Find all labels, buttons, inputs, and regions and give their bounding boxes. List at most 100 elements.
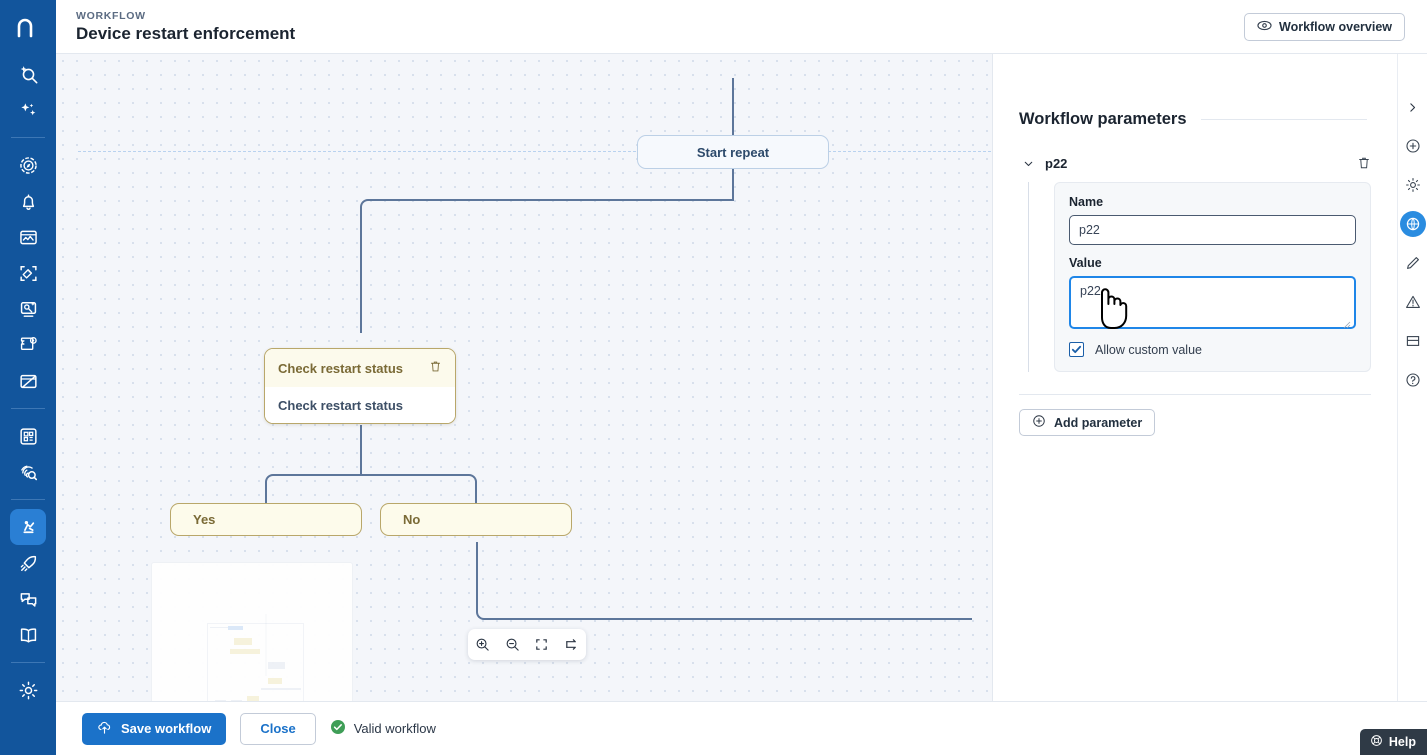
- panel-divider: [1019, 394, 1371, 395]
- workflow-parameters-button[interactable]: [1399, 211, 1426, 237]
- edge-no-out: [476, 542, 972, 620]
- app-logo[interactable]: [0, 0, 56, 56]
- puzzle-settings-icon: [18, 335, 39, 356]
- page-title: Device restart enforcement: [76, 23, 296, 43]
- edge-top: [732, 78, 734, 138]
- node-check-restart-status[interactable]: Check restart status Check restart statu…: [264, 348, 456, 424]
- sparkles-icon: [18, 100, 39, 121]
- monitor-chart-icon: [18, 227, 39, 248]
- edge-split-right: [360, 474, 477, 524]
- workflow-overview-button[interactable]: Workflow overview: [1244, 13, 1405, 41]
- rail-divider: [11, 662, 45, 663]
- footer-bar: Save workflow Close Valid workflow Help: [56, 701, 1427, 755]
- help-button[interactable]: [1400, 367, 1426, 393]
- rail-item-monitoring[interactable]: [10, 219, 46, 255]
- help-widget-label: Help: [1388, 735, 1416, 749]
- panel-title: Workflow parameters: [1019, 110, 1187, 128]
- trash-icon[interactable]: [429, 360, 442, 376]
- sparkle-search-icon: [18, 64, 39, 85]
- workflow-status: Valid workflow: [330, 719, 436, 738]
- cloud-upload-icon: [97, 720, 112, 738]
- close-button[interactable]: Close: [240, 712, 316, 745]
- check-circle-icon: [330, 719, 346, 738]
- alignment-guide: [78, 151, 992, 152]
- parameter-name-input[interactable]: [1069, 215, 1356, 245]
- rail-item-remote-tools[interactable]: [10, 291, 46, 327]
- chat-bubbles-icon: [18, 589, 39, 610]
- rail-item-devices[interactable]: [10, 255, 46, 291]
- save-workflow-button[interactable]: Save workflow: [82, 712, 227, 745]
- notes-button[interactable]: [1400, 328, 1426, 354]
- node-start-repeat-label: Start repeat: [696, 144, 770, 160]
- node-drag-preview: [151, 562, 353, 701]
- rail-item-backup[interactable]: [10, 363, 46, 399]
- add-parameter-label: Add parameter: [1054, 415, 1143, 430]
- workflow-status-label: Valid workflow: [353, 721, 436, 736]
- edge-start-down: [732, 169, 734, 199]
- gear-icon: [18, 680, 39, 701]
- compass-icon: [18, 155, 39, 176]
- node-branch-no[interactable]: No: [380, 503, 572, 536]
- node-card-title: Check restart status: [278, 360, 403, 376]
- rail-divider: [11, 137, 45, 138]
- rail-item-smart-search[interactable]: [10, 56, 46, 92]
- edge-card-to-split: [360, 425, 362, 475]
- rail-divider: [11, 408, 45, 409]
- workflow-canvas[interactable]: Start repeat Check restart status Check …: [56, 54, 992, 701]
- panel-title-divider: [1200, 119, 1367, 120]
- value-field-label: Value: [1069, 256, 1102, 270]
- book-icon: [18, 625, 39, 646]
- canvas-zoom-toolbar: [468, 629, 586, 660]
- rail-item-inventory[interactable]: [10, 418, 46, 454]
- header-kicker: WORKFLOW: [76, 9, 146, 22]
- workflow-parameters-panel: Workflow parameters p22 Name Value: [992, 54, 1397, 701]
- parameter-fields: Name Value Allow custom value: [1054, 182, 1371, 372]
- swap-arrows-icon[interactable]: [564, 637, 579, 652]
- node-card-body: Check restart status: [265, 387, 455, 423]
- rail-item-ai-assist[interactable]: [10, 92, 46, 128]
- node-branch-yes[interactable]: Yes: [170, 503, 362, 536]
- grid-box-icon: [18, 426, 39, 447]
- rail-item-deploy[interactable]: [10, 545, 46, 581]
- parameter-name-heading: p22: [1045, 155, 1068, 171]
- left-navigation-rail: [0, 0, 56, 755]
- device-scan-icon: [18, 263, 39, 284]
- edge-to-card: [360, 259, 362, 333]
- add-parameter-button[interactable]: Add parameter: [1019, 409, 1156, 436]
- allow-custom-value-checkbox[interactable]: [1069, 342, 1084, 357]
- magnifier-minus-icon[interactable]: [505, 637, 520, 652]
- rail-item-documentation[interactable]: [10, 617, 46, 653]
- right-tool-rail: [1397, 54, 1427, 701]
- rail-item-security-scan[interactable]: [10, 454, 46, 490]
- chevron-down-icon[interactable]: [1019, 157, 1037, 170]
- rail-item-chat[interactable]: [10, 581, 46, 617]
- help-widget-button[interactable]: Help: [1359, 729, 1427, 755]
- rail-item-discover[interactable]: [10, 147, 46, 183]
- rail-item-automation[interactable]: [10, 509, 46, 545]
- edit-button[interactable]: [1400, 250, 1426, 276]
- edge-split-left: [265, 474, 361, 524]
- workflow-settings-button[interactable]: [1400, 172, 1426, 198]
- add-step-button[interactable]: [1400, 133, 1426, 159]
- fingerprint-search-icon: [18, 462, 39, 483]
- parameter-stem: [1028, 182, 1029, 372]
- rail-item-patching[interactable]: [10, 327, 46, 363]
- rail-item-alerts[interactable]: [10, 183, 46, 219]
- bell-icon: [18, 191, 39, 212]
- node-branch-yes-label: Yes: [193, 512, 216, 527]
- rail-item-settings[interactable]: [10, 672, 46, 708]
- parameter-value-textarea[interactable]: [1069, 276, 1356, 329]
- page-header: WORKFLOW Device restart enforcement Work…: [56, 0, 1427, 54]
- magnifier-plus-icon[interactable]: [475, 637, 490, 652]
- allow-custom-value-label: Allow custom value: [1095, 342, 1202, 357]
- delete-parameter-button[interactable]: [1357, 156, 1371, 170]
- lifebuoy-icon: [1370, 734, 1383, 750]
- node-start-repeat[interactable]: Start repeat: [637, 135, 829, 169]
- plus-circle-icon: [1032, 414, 1046, 431]
- collapse-panel-button[interactable]: [1400, 94, 1426, 120]
- warnings-button[interactable]: [1400, 289, 1426, 315]
- remote-monitor-icon: [18, 299, 39, 320]
- expand-brackets-icon[interactable]: [534, 637, 549, 652]
- window-slash-icon: [18, 371, 39, 392]
- eye-icon: [1257, 18, 1272, 36]
